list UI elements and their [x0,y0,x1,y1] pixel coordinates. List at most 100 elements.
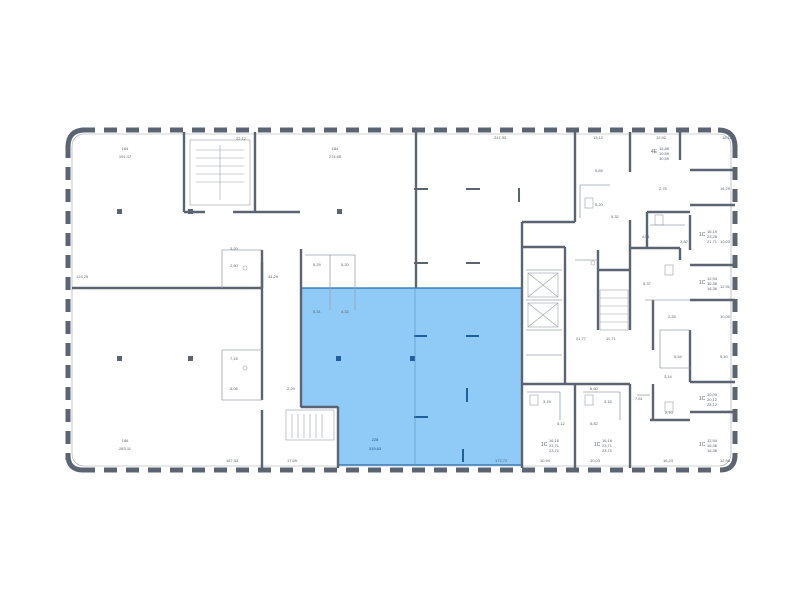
svg-text:16,36: 16,36 [707,281,718,286]
dim-label: 5,32 [611,214,620,219]
dim-label: 5,29 [313,262,322,267]
dim-label: 187,93 [226,458,239,463]
dim-label: 10,03 [720,409,731,414]
stairs-lower [285,409,335,441]
dim-label: 5,20 [595,202,604,207]
room-label-186[interactable]: 186 283,11 [119,438,132,451]
dim-label: 9,40 [720,354,729,359]
dim-label: 5,82 [590,421,599,426]
dim-label: 17,69 [287,458,298,463]
dim-label: 3,14 [664,374,673,379]
svg-text:15,86: 15,86 [659,146,670,151]
dim-label: 2,70 [665,410,674,415]
building-corners [65,127,738,473]
dim-label: 5,06 [230,386,239,391]
svg-text:4E: 4E [651,149,658,155]
room-label-184b[interactable]: 184 274,65 [329,146,342,159]
svg-text:1С: 1С [699,396,706,402]
dim-label: 12,98 [720,458,731,463]
room-label-selected[interactable]: 228 319,63 [369,437,382,451]
svg-text:1С: 1С [699,442,706,448]
svg-text:274,65: 274,65 [329,154,342,159]
dim-label: 6,60 [590,386,599,391]
dim-label: 10,03 [590,458,601,463]
dim-label: 172,72 [495,458,508,463]
elevator-shafts [527,272,559,328]
svg-text:186: 186 [122,438,129,443]
stairs-upper [189,139,251,206]
dim-label: 11,71 [606,336,616,341]
svg-text:16,16: 16,16 [549,438,560,443]
dim-label: 3,82 [680,239,689,244]
thin-partitions [221,184,690,420]
dim-label: 16,29 [720,186,731,191]
unit-tag-2[interactable]: 1С 16,19 23,28 21,71 [699,229,718,244]
svg-text:1С: 1С [699,232,706,238]
sanitary-fixtures [242,197,674,413]
outer-walls [65,127,738,473]
dim-label: 124,29 [76,274,89,279]
svg-text:23,71: 23,71 [602,443,613,448]
dim-label: 2,75 [659,186,668,191]
svg-text:1С: 1С [594,442,601,448]
svg-text:28,12: 28,12 [707,402,718,407]
svg-text:228: 228 [372,437,379,442]
dim-label: 5,54 [674,354,683,359]
svg-text:16,36: 16,36 [707,286,718,291]
svg-text:16,36: 16,36 [707,443,718,448]
room-label-184a[interactable]: 184 191,47 [119,146,132,159]
dim-label: 10,00 [720,314,731,319]
svg-text:184: 184 [332,146,339,151]
dim-label: 12,91 [720,284,731,289]
dim-label: 5,12 [557,421,566,426]
dim-label: 7,61 [635,396,644,401]
dim-label: 3,20 [230,246,239,251]
stairs-right [599,289,629,331]
svg-text:23,71: 23,71 [549,443,560,448]
svg-text:16,16: 16,16 [602,438,613,443]
dim-label: 4,33 [341,309,350,314]
dim-label: 21,77 [576,336,587,341]
svg-text:184: 184 [122,146,129,151]
unit-tag-3[interactable]: 1С 12,94 16,36 16,36 [699,276,718,291]
dim-label: 13,12 [593,135,604,140]
dim-label: 3,15 [543,399,552,404]
dim-label: 2,25 [668,314,677,319]
dim-label: 2,50 [230,263,239,268]
dim-label: 2,29 [287,386,296,391]
dim-label: 44,29 [268,274,279,279]
dim-label: 22,12 [236,136,247,141]
structural-columns [117,188,520,361]
dimension-labels: 124,29 44,29 22,12 241,33 13,12 12,92 16… [76,135,733,463]
svg-text:30,59: 30,59 [659,156,670,161]
unit-tag-1[interactable]: 4E 15,86 10,59 30,59 [651,146,670,161]
dim-label: 16,23 [663,458,674,463]
svg-text:23,71: 23,71 [602,448,613,453]
dim-label: 10,03 [720,239,731,244]
unit-tag-6[interactable]: 1С 16,16 23,71 23,71 [541,438,560,453]
svg-text:16,36: 16,36 [707,448,718,453]
svg-text:1С: 1С [699,280,706,286]
svg-text:10,09: 10,09 [707,392,718,397]
dim-label: 16,18 [722,135,733,140]
svg-text:23,71: 23,71 [549,448,560,453]
dim-label: 5,37 [643,281,652,286]
unit-tag-5[interactable]: 1С 12,94 16,36 16,36 [699,438,718,453]
svg-text:12,94: 12,94 [707,276,718,281]
unit-tag-7[interactable]: 1С 16,16 23,71 23,71 [594,438,613,453]
svg-text:12,94: 12,94 [707,438,718,443]
dim-label: 5,20 [341,262,350,267]
svg-text:16,19: 16,19 [707,229,718,234]
dim-label: 3,15 [604,399,613,404]
svg-text:1С: 1С [541,442,548,448]
unit-tag-4[interactable]: 1С 10,09 20,12 28,12 [699,392,718,407]
svg-text:21,71: 21,71 [707,239,718,244]
dim-label: 10,94 [540,458,551,463]
svg-text:20,12: 20,12 [707,397,718,402]
dim-label: 5,69 [595,168,604,173]
svg-text:10,59: 10,59 [659,151,670,156]
dim-label: 7,15 [230,356,239,361]
dim-label: 4,61 [642,234,651,239]
svg-text:319,63: 319,63 [369,446,382,451]
